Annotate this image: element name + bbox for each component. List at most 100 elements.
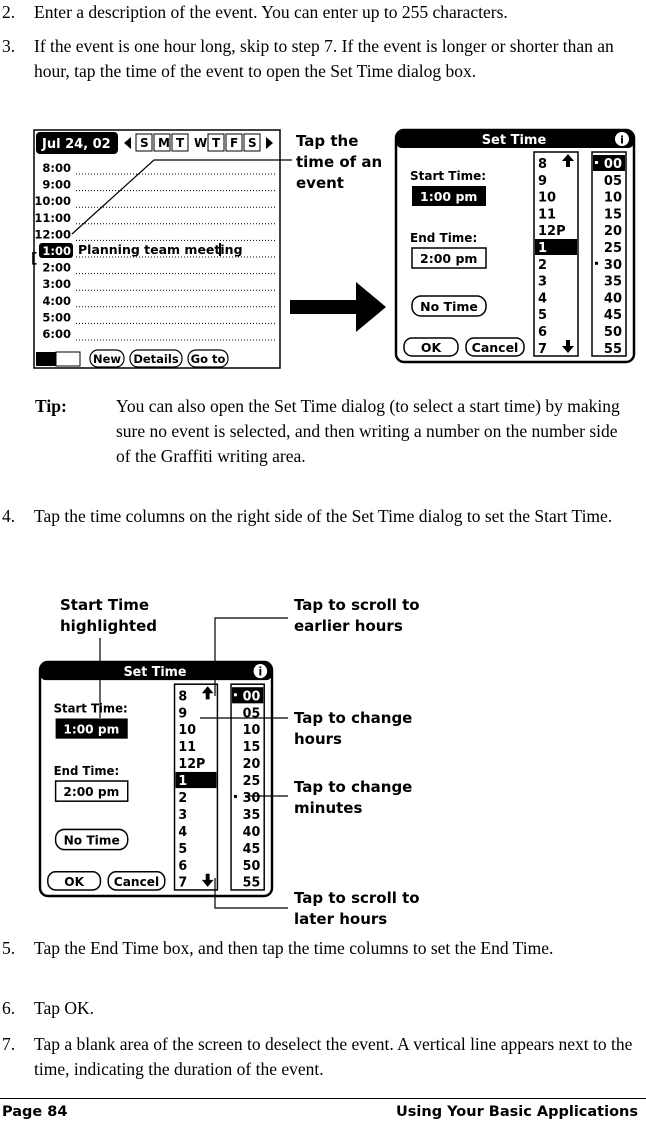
time-label: 3:00 [42, 277, 71, 291]
minute-option: 05 [604, 174, 622, 189]
day-view-button[interactable] [129, 349, 183, 368]
minute-option: 50 [243, 859, 261, 874]
week-view-toggle[interactable] [55, 351, 81, 367]
ok-button[interactable] [403, 337, 459, 357]
time-label: 5:00 [42, 310, 71, 324]
minute-option: 20 [243, 757, 261, 772]
time-label: 6:00 [42, 327, 71, 341]
hour-option: 7 [178, 876, 187, 891]
end-time-field[interactable] [54, 780, 129, 802]
step-number: 2. [2, 2, 16, 22]
hour-option: 12P [538, 224, 566, 239]
weekday-cell[interactable] [171, 133, 189, 152]
minute-option: 55 [243, 876, 261, 891]
end-time-field[interactable] [411, 247, 487, 269]
no-time-button[interactable] [54, 828, 129, 851]
hour-option: 6 [178, 859, 187, 874]
weekday-label: M [158, 136, 170, 150]
scroll-down-icon[interactable] [562, 340, 574, 353]
time-label: 8:00 [42, 161, 71, 175]
step-text: If the event is one hour long, skip to s… [34, 36, 614, 81]
hour-option: 5 [538, 308, 547, 323]
day-view-toggle[interactable] [36, 352, 56, 366]
step-number: 6. [2, 998, 16, 1018]
time-label: 2:00 [42, 261, 71, 275]
minute-option: 30 [243, 791, 261, 806]
day-view-button[interactable] [187, 349, 229, 368]
prev-week-icon[interactable] [124, 137, 131, 149]
minute-marker [233, 693, 237, 697]
minute-option: 05 [243, 706, 261, 721]
weekday-label: S [248, 136, 257, 150]
minute-option: 50 [604, 325, 622, 340]
minute-marker [595, 261, 598, 265]
start-time-value: 1:00 pm [63, 721, 119, 736]
hour-option: 9 [178, 706, 187, 721]
day-view-date: Jul 24, 02 [41, 137, 111, 152]
callout-leaders [99, 617, 288, 909]
hour-option: 8 [178, 689, 187, 704]
weekday-cell[interactable] [190, 134, 206, 151]
info-icon[interactable] [615, 132, 629, 146]
weekday-label: T [176, 136, 185, 150]
start-time-field[interactable] [412, 186, 486, 206]
no-time-button[interactable] [411, 295, 487, 317]
end-time-value: 2:00 pm [63, 784, 119, 799]
svg-text:OK: OK [421, 340, 443, 355]
weekday-cell[interactable] [153, 133, 171, 152]
footer-rule [0, 1098, 646, 1099]
time-label: 9:00 [42, 178, 71, 192]
time-label: 4:00 [42, 294, 71, 308]
callout-leader [71, 159, 292, 235]
step-text: Tap the End Time box, and then tap the t… [34, 938, 554, 958]
minutes-column[interactable] [591, 151, 627, 357]
hour-option: 9 [538, 174, 547, 189]
end-time-label: End Time: [410, 231, 477, 245]
dialog-title: Set Time [482, 133, 547, 148]
next-week-icon[interactable] [266, 137, 273, 149]
weekday-cell[interactable] [207, 133, 225, 152]
end-time-label: End Time: [54, 764, 119, 778]
minute-option: 55 [604, 342, 622, 357]
section-title: Using Your Basic Applications [396, 1104, 638, 1120]
minute-option: 25 [243, 774, 261, 789]
time-label: 10:00 [34, 194, 71, 208]
scroll-up-icon[interactable] [562, 154, 574, 167]
cancel-button[interactable] [107, 871, 166, 891]
step-text: Tap OK. [34, 998, 95, 1018]
page-number: Page 84 [2, 1104, 68, 1120]
start-time-field[interactable] [55, 718, 128, 739]
weekday-label: S [140, 136, 149, 150]
hour-option: 4 [538, 291, 547, 306]
minute-option: 10 [604, 191, 622, 206]
svg-text:OK: OK [64, 874, 84, 889]
ok-button[interactable] [47, 871, 102, 891]
step-number: 4. [2, 506, 16, 526]
minute-option: 35 [604, 275, 622, 290]
weekday-cell[interactable] [225, 133, 243, 152]
hour-option: 7 [538, 342, 547, 357]
step-number: 7. [2, 1034, 16, 1054]
weekday-cell[interactable] [243, 133, 261, 152]
svg-text:[: [ [31, 251, 37, 267]
weekday-cell[interactable] [135, 133, 153, 152]
scroll-up-icon[interactable] [201, 686, 214, 700]
step-number: 3. [2, 36, 16, 56]
hour-option: 3 [538, 275, 547, 290]
info-icon[interactable] [253, 664, 268, 679]
start-time-label: Start Time: [410, 169, 486, 183]
cancel-button[interactable] [465, 337, 525, 357]
minute-option: 25 [604, 241, 622, 256]
day-view-button[interactable] [89, 349, 125, 368]
hour-option: 11 [178, 740, 196, 755]
scroll-down-icon[interactable] [201, 873, 214, 887]
minute-option: 45 [243, 842, 261, 857]
hour-option: 4 [178, 825, 187, 840]
